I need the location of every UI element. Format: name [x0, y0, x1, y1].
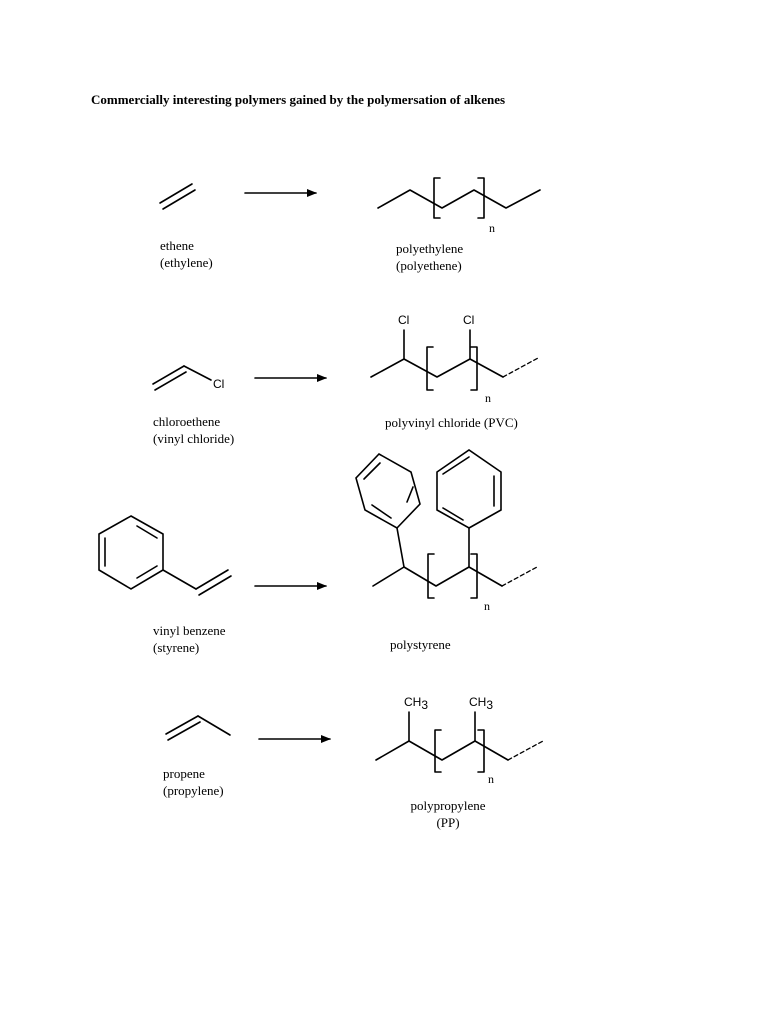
polymer-name: polyvinyl chloride (PVC) [385, 415, 518, 430]
polymer-alt-name: (polyethene) [396, 258, 462, 273]
polymer-label-polystyrene: polystyrene [390, 636, 451, 653]
repeat-unit-n-4: n [488, 772, 494, 786]
polymer-name: polystyrene [390, 637, 451, 652]
polyethylene-structure: n [377, 177, 541, 235]
monomer-label-chloroethene: chloroethene (vinyl chloride) [153, 413, 234, 447]
monomer-name: propene [163, 766, 205, 781]
monomer-alt-name: (styrene) [153, 640, 200, 655]
monomer-name: chloroethene [153, 414, 221, 429]
monomer-name: vinyl benzene [153, 623, 226, 638]
propene-structure [165, 715, 231, 741]
monomer-alt-name: (propylene) [163, 783, 224, 798]
chloroethene-structure: Cl [152, 365, 224, 391]
monomer-label-propene: propene (propylene) [163, 765, 224, 799]
ethene-structure [159, 183, 196, 210]
monomer-name: ethene [160, 238, 194, 253]
polymer-label-polypropylene: polypropylene (PP) [398, 797, 498, 831]
polypropylene-structure: CH3 CH3 n [375, 695, 544, 786]
polymer-label-pvc: polyvinyl chloride (PVC) [385, 414, 518, 431]
polymer-name: polypropylene [410, 798, 486, 813]
pvc-chlorine-label-1: Cl [398, 313, 409, 327]
pp-methyl-label-1: CH3 [404, 695, 428, 712]
monomer-alt-name: (ethylene) [160, 255, 213, 270]
pvc-structure: Cl Cl n [370, 313, 539, 405]
styrene-structure [98, 515, 232, 596]
pp-methyl-label-2: CH3 [469, 695, 493, 712]
repeat-unit-n-2: n [485, 391, 491, 405]
chlorine-label: Cl [213, 377, 224, 391]
polystyrene-structure: n [355, 449, 538, 613]
monomer-label-ethene: ethene (ethylene) [160, 237, 213, 271]
page-title: Commercially interesting polymers gained… [91, 92, 506, 107]
repeat-unit-n-1: n [489, 221, 495, 235]
monomer-alt-name: (vinyl chloride) [153, 431, 235, 446]
pvc-chlorine-label-2: Cl [463, 313, 474, 327]
monomer-label-styrene: vinyl benzene (styrene) [153, 622, 226, 656]
polymer-alt-name: (PP) [436, 815, 460, 830]
polymer-name: polyethylene [396, 241, 464, 256]
polymer-label-polyethylene: polyethylene (polyethene) [396, 240, 463, 274]
repeat-unit-n-3: n [484, 599, 490, 613]
